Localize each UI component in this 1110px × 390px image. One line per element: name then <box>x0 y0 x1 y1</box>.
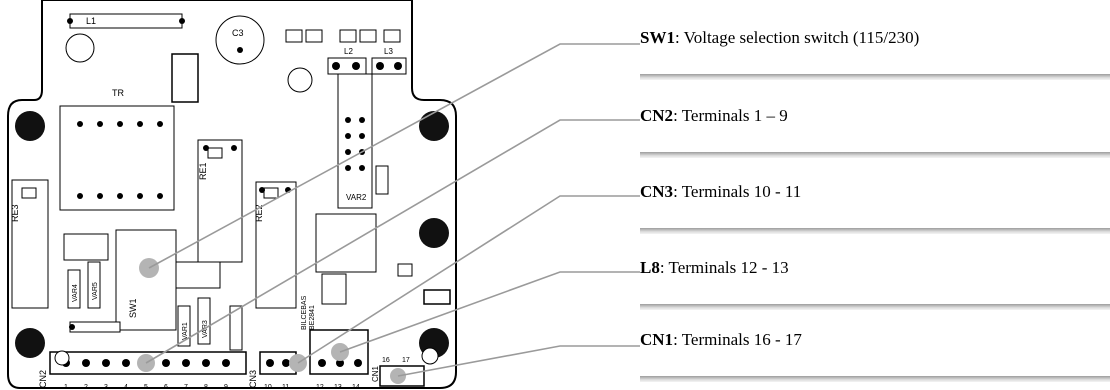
callout-key: CN2 <box>640 106 674 125</box>
leader-l8 <box>339 271 640 353</box>
svg-text:11: 11 <box>282 384 289 390</box>
svg-text:16: 16 <box>382 357 390 364</box>
sw1-switch <box>115 229 177 331</box>
callout-rule <box>640 152 1110 158</box>
svg-text:4: 4 <box>124 384 128 390</box>
label-tr: TR <box>112 88 124 98</box>
svg-text:6: 6 <box>164 384 168 390</box>
label-var4: VAR4 <box>72 284 79 302</box>
label-var5: VAR5 <box>92 282 99 300</box>
label-re3: RE3 <box>10 204 20 222</box>
callout-text: : Terminals 1 – 9 <box>673 106 788 125</box>
callout-cn2: CN2: Terminals 1 – 9 <box>640 96 1110 158</box>
label-var1: VAR1 <box>182 322 189 340</box>
label-l4: VAR2 <box>346 193 367 202</box>
callout-key: CN1 <box>640 330 674 349</box>
c3-capacitor <box>215 15 265 65</box>
re2-relay <box>255 181 297 309</box>
svg-text:10: 10 <box>264 384 272 390</box>
callout-rule <box>640 74 1110 80</box>
l4-inductor <box>337 73 373 209</box>
svg-text:8: 8 <box>204 384 208 390</box>
callout-rule <box>640 304 1110 310</box>
re3-relay <box>11 179 49 309</box>
svg-text:1: 1 <box>64 384 68 390</box>
svg-text:12: 12 <box>316 384 324 390</box>
leader-cn3 <box>297 195 640 364</box>
leader-cn2 <box>145 119 640 364</box>
label-l2: L2 <box>344 47 353 56</box>
label-l3: L3 <box>384 47 393 56</box>
callout-cn3: CN3: Terminals 10 - 11 <box>640 172 1110 234</box>
svg-text:13: 13 <box>334 384 342 390</box>
callout-sw1: SW1: Voltage selection switch (115/230) <box>640 18 1110 80</box>
mounting-hole <box>419 218 449 248</box>
label-cn1: CN1 <box>371 365 380 382</box>
callout-key: CN3 <box>640 182 674 201</box>
callout-text: : Terminals 12 - 13 <box>659 258 789 277</box>
svg-text:3: 3 <box>104 384 108 390</box>
leader-cn1 <box>397 345 640 377</box>
label-cn2: CN2 <box>38 370 48 388</box>
svg-text:9: 9 <box>224 384 228 390</box>
top-smd-row <box>285 29 401 43</box>
pcb-board-diagram: L1 C3 L2 L3 TR <box>7 0 640 390</box>
mounting-hole <box>15 111 45 141</box>
callout-key: SW1 <box>640 28 675 47</box>
callout-text: : Voltage selection switch (115/230) <box>674 28 920 47</box>
mounting-hole <box>419 111 449 141</box>
leader-sw1 <box>148 43 640 269</box>
label-l1: L1 <box>86 16 96 26</box>
callout-text: : Terminals 10 - 11 <box>673 182 802 201</box>
label-cn3: CN3 <box>248 370 258 388</box>
svg-text:17: 17 <box>402 357 410 364</box>
callout-rule <box>640 228 1110 234</box>
callout-l8: L8: Terminals 12 - 13 <box>640 248 1110 310</box>
label-sw1: SW1 <box>128 298 138 318</box>
label-be2841: BE2841 <box>309 305 316 330</box>
svg-text:2: 2 <box>84 384 88 390</box>
terminal-numbers: 1 2 3 4 5 6 7 8 9 10 11 12 13 14 16 17 <box>64 357 410 390</box>
callout-rule <box>640 376 1110 382</box>
l3-connector <box>371 57 407 75</box>
svg-text:14: 14 <box>352 384 360 390</box>
label-bilcebas: BILCEBAS <box>301 295 308 330</box>
re1-relay <box>197 139 243 263</box>
label-var2: VAR3 <box>202 320 209 338</box>
mounting-hole <box>15 328 45 358</box>
callout-key: L8 <box>640 258 660 277</box>
label-c3: C3 <box>232 28 244 38</box>
callout-text: : Terminals 16 - 17 <box>673 330 802 349</box>
svg-text:5: 5 <box>144 384 148 390</box>
ic-chip <box>315 213 377 273</box>
callout-cn1: CN1: Terminals 16 - 17 <box>640 320 1110 382</box>
transformer <box>59 105 175 211</box>
leader-lines <box>145 43 640 377</box>
label-re2: RE2 <box>254 204 264 222</box>
svg-text:7: 7 <box>184 384 188 390</box>
label-re1: RE1 <box>198 162 208 180</box>
